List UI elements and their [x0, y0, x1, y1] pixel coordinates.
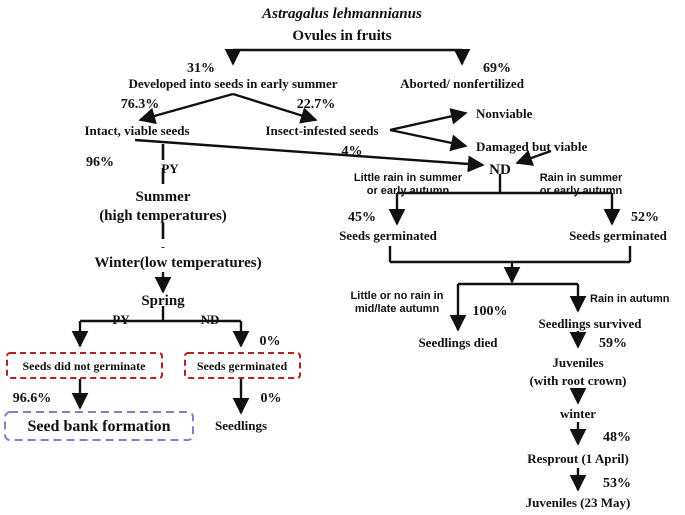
- node-high-temp: (high temperatures): [99, 208, 227, 224]
- note-rain-1: Rain in summer: [540, 172, 623, 184]
- label-nd-spring: ND: [201, 312, 220, 327]
- node-winter-low: Winter(low temperatures): [94, 255, 261, 271]
- node-ovules: Ovules in fruits: [292, 28, 391, 44]
- node-seed-bank: Seed bank formation: [27, 418, 170, 435]
- node-spring: Spring: [141, 293, 185, 309]
- arrow-to-nonviable: [389, 108, 468, 132]
- pct-59: 59%: [599, 336, 627, 351]
- arrow-to-intact: [138, 92, 234, 125]
- node-germ-left: Seeds germinated: [339, 228, 438, 243]
- node-developed: Developed into seeds in early summer: [128, 76, 337, 91]
- node-summer: Summer: [136, 189, 191, 205]
- pct-4: 4%: [342, 144, 363, 159]
- node-juveniles: Juveniles: [552, 355, 603, 370]
- node-root-crown: (with root crown): [529, 373, 626, 388]
- node-seedlings-died: Seedlings died: [418, 335, 498, 350]
- pct-96-6: 96.6%: [13, 391, 52, 406]
- arrow-to-infested: [232, 92, 318, 124]
- node-intact: Intact, viable seeds: [84, 123, 189, 138]
- node-nd: ND: [489, 162, 511, 178]
- note-little-no-rain-2: mid/late autumn: [355, 303, 440, 315]
- box-seeds-germinated: [184, 352, 301, 379]
- node-not-germinate: Seeds did not germinate: [23, 359, 147, 373]
- pct-53: 53%: [603, 476, 631, 491]
- node-aborted: Aborted/ nonfertilized: [400, 76, 525, 91]
- node-damaged: Damaged but viable: [476, 139, 587, 154]
- arrow-to-damaged: [389, 128, 468, 152]
- node-infested: Insect-infested seeds: [265, 123, 378, 138]
- pct-22-7: 22.7%: [297, 97, 336, 112]
- node-seeds-germinated: Seeds germinated: [197, 359, 288, 373]
- pct-76-3: 76.3%: [121, 97, 160, 112]
- box-seed-bank: [4, 411, 194, 441]
- pct-48: 48%: [603, 430, 631, 445]
- note-rain-autumn: Rain in autumn: [590, 293, 670, 305]
- label-py-top: PY: [161, 161, 179, 176]
- node-seedlings: Seedlings: [215, 418, 267, 433]
- node-juveniles-may: Juveniles (23 May): [526, 495, 631, 510]
- box-not-germinate: [6, 352, 163, 379]
- pct-52: 52%: [631, 210, 659, 225]
- node-winter: winter: [560, 406, 596, 421]
- pct-45: 45%: [348, 210, 376, 225]
- node-resprout: Resprout (1 April): [527, 451, 629, 466]
- pct-69: 69%: [483, 61, 511, 76]
- note-rain-2: or early autumn: [540, 185, 623, 197]
- pct-0-a: 0%: [260, 334, 281, 349]
- pct-31: 31%: [187, 61, 215, 76]
- pct-96: 96%: [86, 155, 114, 170]
- arrow-intact-to-nd: [134, 138, 485, 173]
- arrow-damaged-to-nd: [515, 149, 552, 166]
- diagram-title: Astragalus lehmannianus: [261, 6, 422, 22]
- note-little-rain-2: or early autumn: [367, 185, 450, 197]
- node-nonviable: Nonviable: [476, 106, 533, 121]
- pct-0-b: 0%: [261, 391, 282, 406]
- pct-100: 100%: [473, 304, 508, 319]
- node-germ-right: Seeds germinated: [569, 228, 668, 243]
- note-little-no-rain-1: Little or no rain in: [351, 290, 444, 302]
- note-little-rain-1: Little rain in summer: [354, 172, 463, 184]
- label-py-spring: PY: [112, 312, 130, 327]
- node-seedlings-survived: Seedlings survived: [539, 316, 643, 331]
